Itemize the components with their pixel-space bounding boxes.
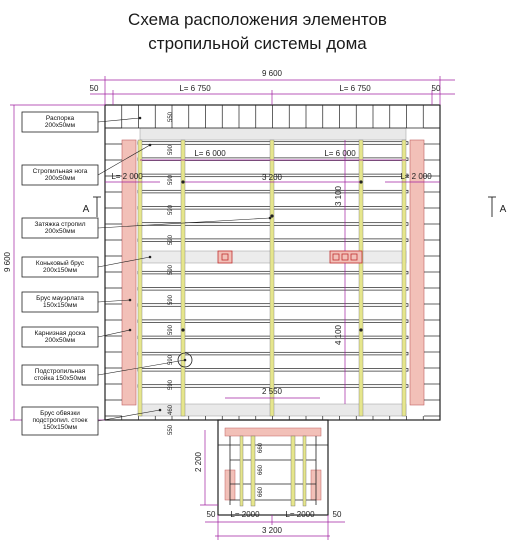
callout-leader [97,117,141,123]
spacing-label: 550 [168,424,174,435]
callout-leader [97,299,131,303]
post-beam [180,139,186,417]
dim-margin-right: 50 [432,84,441,93]
section-label-right: А [500,204,507,215]
post-node [359,180,363,184]
callout-leader [97,144,151,176]
spacing-label: 460 [168,404,174,415]
dim-bottom-margin-right: 50 [333,510,342,519]
spacing-label-porch: 660 [258,486,264,497]
dim-bottom-total: 3 200 [262,526,283,535]
callout-dot [158,408,162,412]
dim-bottom-margin-left: 50 [207,510,216,519]
dim-margin-left: 50 [90,84,99,93]
section-mark-right [488,196,496,217]
callout-text: Затяжка стропил [34,221,85,228]
callout-text: 150х150мм [43,424,77,431]
callout-dot [128,298,132,302]
side-post-beam [137,139,143,417]
callout-dot [268,216,272,220]
rafter-grid-top [104,105,441,420]
dim-total-height: 9 600 [3,251,12,272]
callout-text: 200х50мм [45,228,76,235]
porch-frame [218,436,328,505]
callout-text: 200х50мм [45,337,76,344]
callout-leader [97,359,186,376]
spacing-label: 590 [168,294,174,305]
dim-porch-height: 2 200 [194,451,203,472]
post-node [181,328,185,332]
dim-side-left: L= 2 000 [111,172,143,181]
dim-bottom-right: L= 2000 [285,510,315,519]
callout-text: Карнизная доска [34,330,85,337]
dim-center-span: 3 200 [262,173,283,182]
spacing-labels: 550 590 590 590 590 590 590 590 590 590 460 550 660 6… [168,111,264,497]
post-node [181,180,185,184]
page-title-line1: Схема расположения элементов [128,10,387,29]
dim-vert-lower: 4 100 [334,324,343,345]
dim-vert-upper: 3 100 [334,185,343,206]
dim-span-right: L= 6 750 [339,84,371,93]
callout-leader [97,329,131,338]
spacing-label: 550 [168,111,174,122]
dim-side-right: L= 2 000 [400,172,432,181]
spacing-label: 590 [168,379,174,390]
callout-dot [128,328,132,332]
spacing-label: 590 [168,174,174,185]
spacing-label-porch: 660 [258,442,264,453]
detail-circle [177,352,193,368]
dim-inner-right: L= 6 000 [324,149,356,158]
callout-text: 200х50мм [45,122,76,129]
dim-bottom-left: L= 2000 [230,510,260,519]
callout-text: Стропильная нога [33,168,88,175]
vertical-posts [137,139,407,417]
dimension-lines [10,76,455,540]
dim-span-left: L= 6 750 [179,84,211,93]
post-node [270,214,274,218]
post-beam [358,139,364,417]
spacing-label: 590 [168,264,174,275]
spacing-label: 590 [168,144,174,155]
callout-dot [183,358,187,362]
callout-text: Коньковый брус [36,259,85,267]
ridge-markers [217,250,363,264]
callout-text: Распорка [46,115,75,122]
callout-text: Брус обвязки [40,409,80,417]
callout-text: 200х150мм [43,267,77,274]
section-label-left: А [83,204,90,215]
callout-leader [97,217,271,229]
post-beam [269,139,275,417]
callout-text: Брус мауэрлата [36,295,84,302]
post-node [359,328,363,332]
porch-posts [239,435,307,507]
callout-box [21,406,99,436]
spacing-label-porch: 660 [258,464,264,475]
spacing-label: 590 [168,204,174,215]
section-mark-left [93,196,101,217]
callout-leader [97,409,161,422]
page-title-line2: стропильной системы дома [148,34,367,53]
spacing-label: 590 [168,234,174,245]
dim-inner-left: L= 6 000 [194,149,226,158]
callout-text: Подстропильная [35,368,86,375]
dim-total-width: 9 600 [262,69,283,78]
callout-dot [138,116,142,120]
callout-text: 150х150мм [43,302,77,309]
callout-text: подстропил. стоек [32,417,87,424]
callout-text: стойка 150х50мм [34,374,87,382]
callout-dot [148,255,152,259]
callout-leader [97,256,151,268]
callout-text: 200х50мм [45,175,76,182]
spacing-label: 590 [168,324,174,335]
spacing-label: 590 [168,354,174,365]
dim-porch-span: 2 550 [262,387,283,396]
callout-dot [148,143,152,147]
side-post-beam [401,139,407,417]
